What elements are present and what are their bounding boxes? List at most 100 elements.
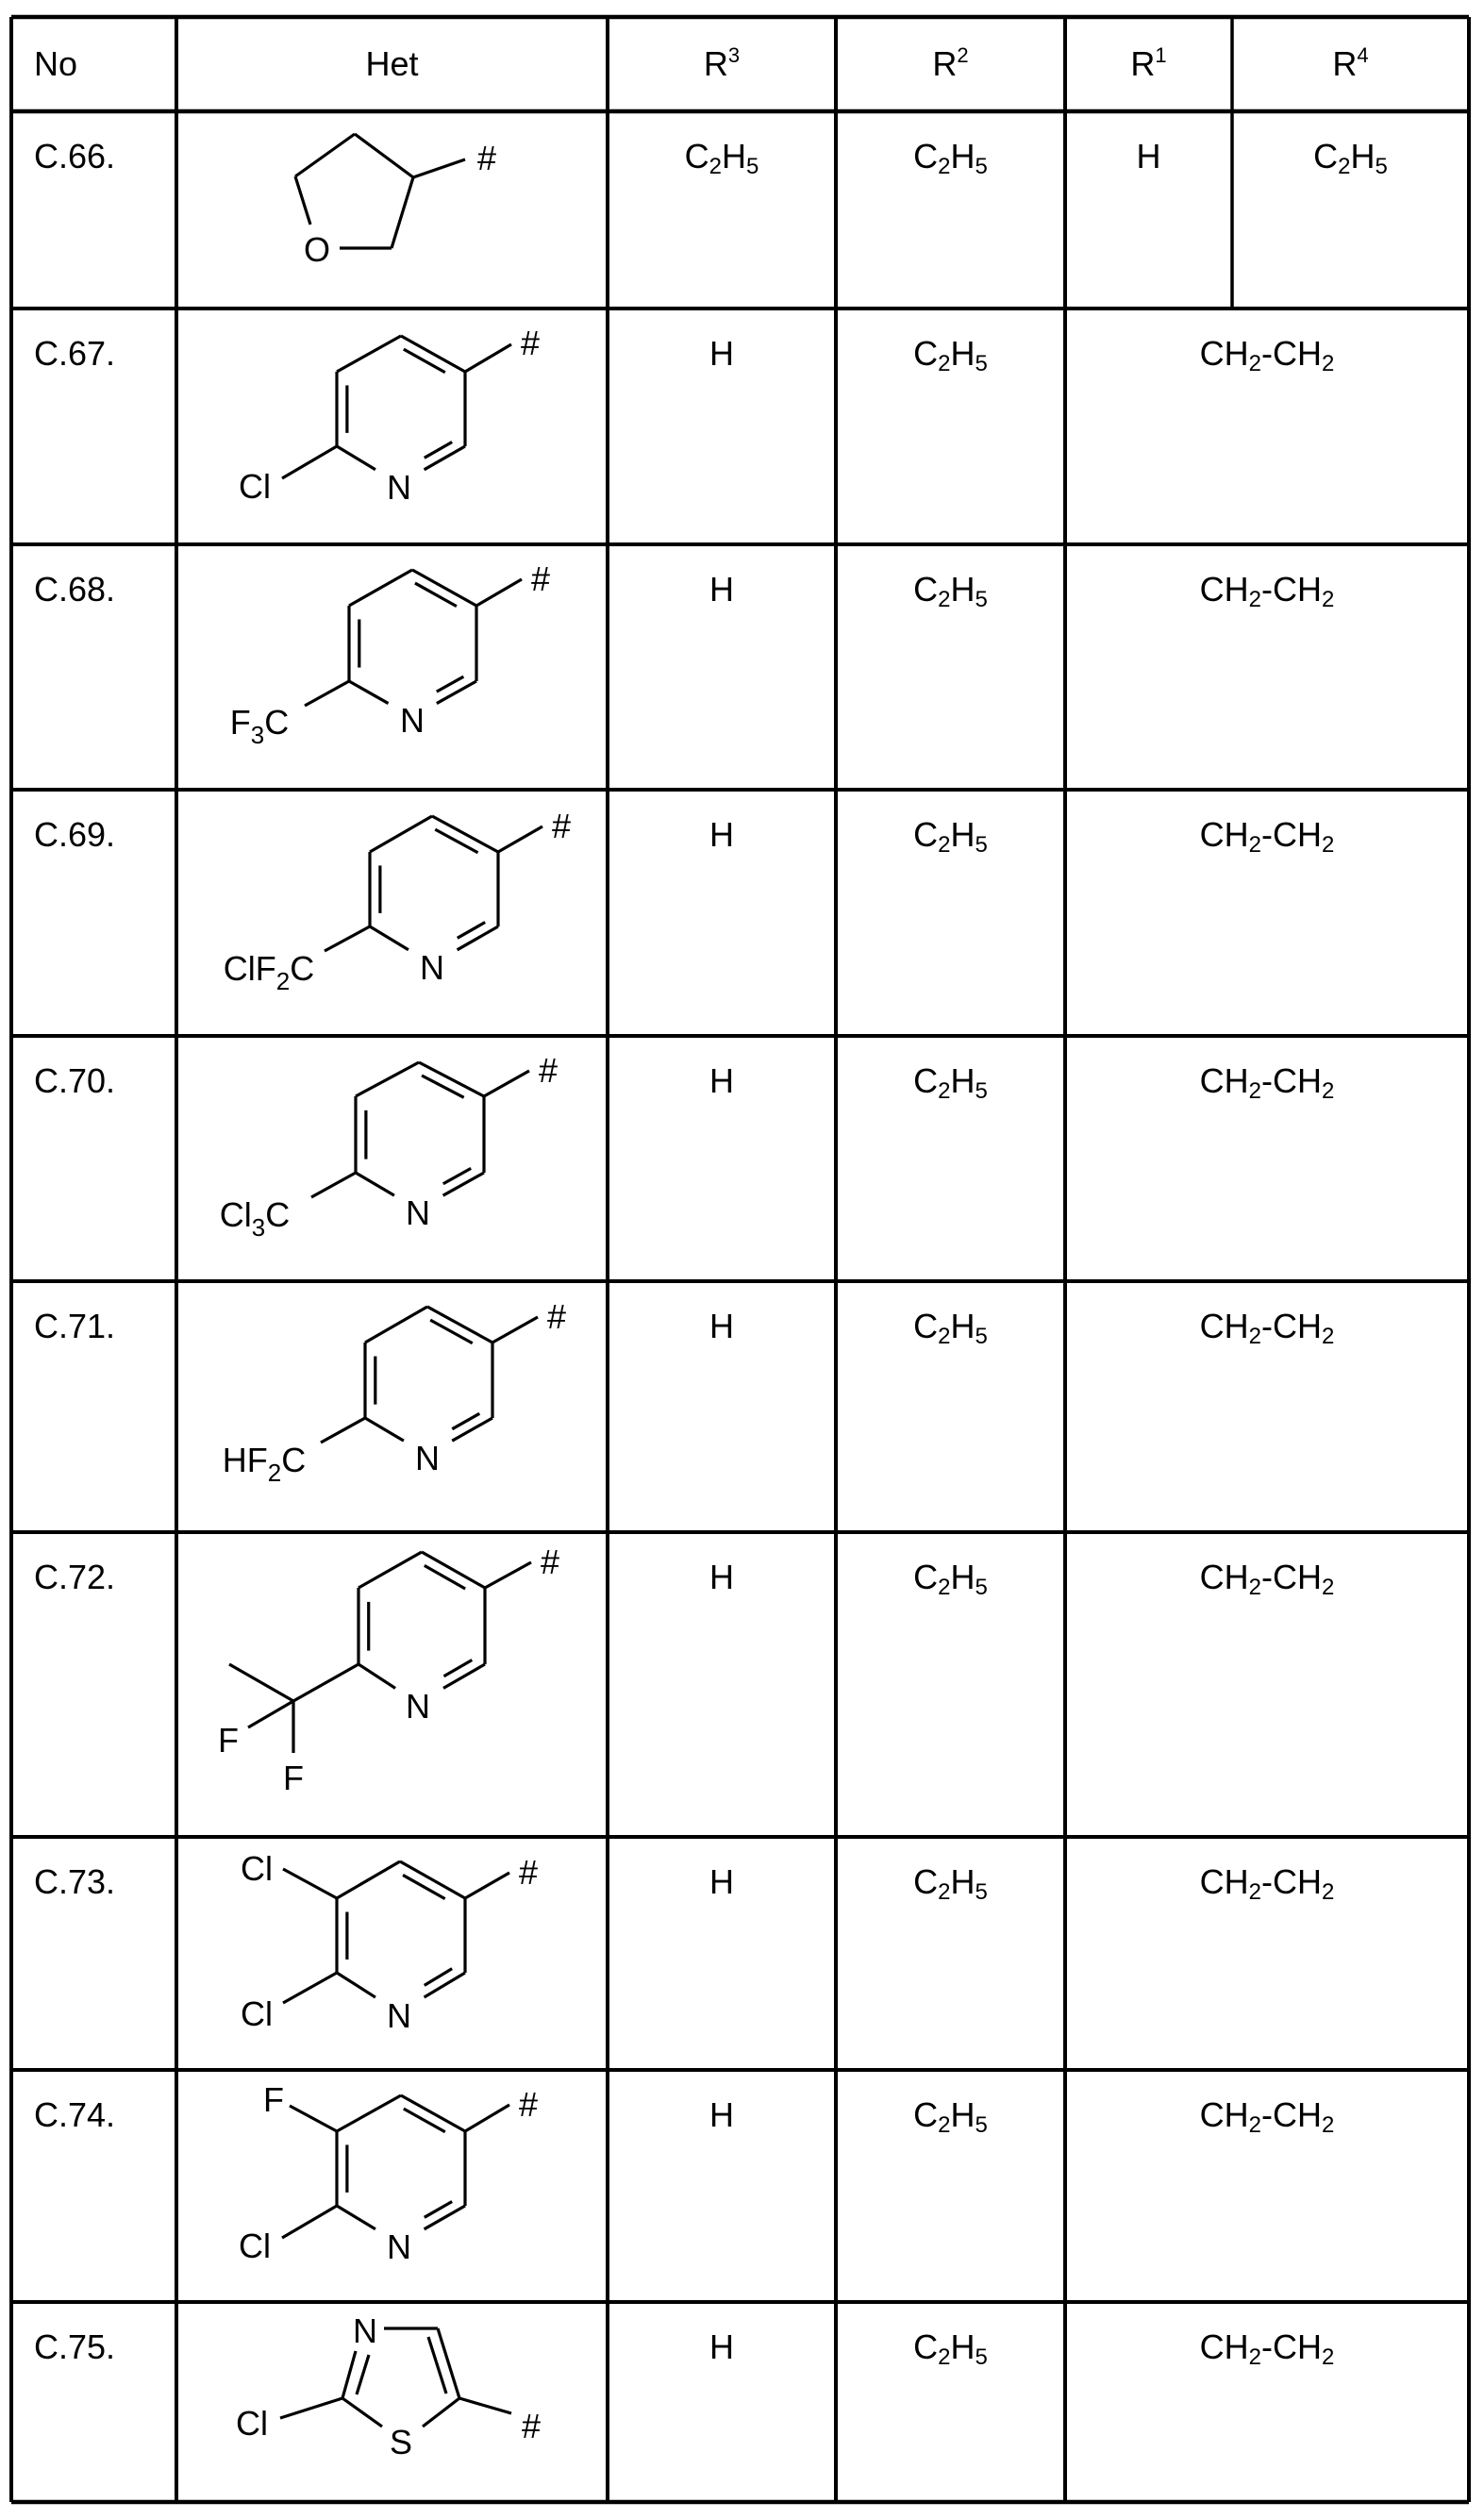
atom-label: N bbox=[406, 1193, 430, 1232]
bond-line bbox=[400, 2094, 466, 2133]
bond-line bbox=[429, 1318, 474, 1345]
row-r3: C2H5 bbox=[684, 137, 759, 179]
atom-label: F bbox=[218, 1721, 239, 1760]
bond-line bbox=[423, 1971, 466, 1999]
bond-line bbox=[348, 568, 413, 608]
bond-line bbox=[342, 2396, 383, 2428]
bond-line bbox=[369, 814, 433, 854]
atom-label: N bbox=[387, 1996, 411, 2035]
row-no: C.72. bbox=[34, 1558, 116, 1596]
header-r3: R3 bbox=[703, 43, 741, 83]
bond-line bbox=[483, 1069, 530, 1098]
bond-line bbox=[289, 2104, 338, 2133]
bond-line bbox=[456, 921, 486, 940]
bond-line bbox=[354, 132, 414, 179]
row-r1-r4-merged: CH2-CH2 bbox=[1199, 815, 1335, 858]
bond-line bbox=[281, 2204, 338, 2240]
row-r3: H bbox=[709, 2095, 734, 2134]
row-r3: H bbox=[709, 334, 734, 373]
row-r3: H bbox=[709, 1558, 734, 1596]
atom-label: N bbox=[387, 2227, 411, 2266]
header-r1: R1 bbox=[1130, 43, 1167, 83]
atom-label: # bbox=[539, 1051, 558, 1090]
row-no: C.66. bbox=[34, 137, 116, 175]
bond-line bbox=[293, 175, 312, 225]
atom-label: ClF2C bbox=[224, 949, 314, 995]
bond-line bbox=[390, 176, 415, 249]
bond-line bbox=[436, 679, 477, 705]
row-r2: C2H5 bbox=[913, 1061, 988, 1104]
atom-label: N bbox=[420, 948, 444, 987]
row-r1-r4-merged: CH2-CH2 bbox=[1199, 2095, 1335, 2138]
bond-line bbox=[434, 827, 479, 855]
bond-line bbox=[310, 1171, 357, 1199]
het-structures bbox=[228, 132, 543, 2428]
header-r2: R2 bbox=[932, 43, 969, 83]
atom-label: N bbox=[353, 2311, 377, 2350]
bond-line bbox=[228, 1662, 294, 1703]
bond-line bbox=[423, 2200, 453, 2219]
bond-line bbox=[431, 814, 499, 854]
bond-line bbox=[418, 1060, 485, 1098]
bond-line bbox=[421, 1550, 486, 1590]
bond-line bbox=[436, 2327, 461, 2399]
row-r1-r4-merged: CH2-CH2 bbox=[1199, 1307, 1335, 1349]
bond-line bbox=[464, 342, 512, 374]
row-r2: C2H5 bbox=[913, 334, 988, 376]
bond-line bbox=[464, 1871, 510, 1900]
bond-line bbox=[442, 1167, 472, 1186]
atom-label: # bbox=[552, 807, 571, 845]
bond-line bbox=[414, 581, 458, 609]
row-no: C.71. bbox=[34, 1307, 116, 1345]
row-no: C.67. bbox=[34, 334, 116, 373]
atom-label: # bbox=[519, 1853, 538, 1892]
bond-line bbox=[336, 2204, 376, 2231]
atom-label: N bbox=[387, 468, 411, 507]
bond-line bbox=[442, 1659, 474, 1678]
atom-label: Cl bbox=[239, 467, 271, 506]
bond-line bbox=[403, 347, 446, 375]
row-r2: C2H5 bbox=[913, 2327, 988, 2370]
row-r3: H bbox=[709, 815, 734, 854]
atom-label: O bbox=[304, 230, 330, 269]
row-no: C.74. bbox=[34, 2095, 116, 2134]
row-no: C.75. bbox=[34, 2327, 116, 2366]
bond-line bbox=[436, 675, 465, 693]
row-r3: H bbox=[709, 1061, 734, 1100]
row-r3: H bbox=[709, 570, 734, 609]
atom-label: # bbox=[531, 559, 550, 598]
bond-line bbox=[292, 1662, 359, 1703]
atom-label: N bbox=[406, 1687, 430, 1726]
bond-line bbox=[426, 2336, 448, 2394]
bond-line bbox=[423, 444, 466, 472]
row-r2: C2H5 bbox=[913, 815, 988, 858]
bond-line bbox=[399, 1860, 466, 1900]
bond-line bbox=[282, 1867, 338, 1900]
bond-line bbox=[336, 334, 402, 374]
row-r4: C2H5 bbox=[1313, 137, 1388, 179]
bond-line bbox=[484, 1560, 532, 1590]
bond-line bbox=[348, 679, 390, 705]
bond-line bbox=[355, 1060, 420, 1098]
table-grid bbox=[9, 14, 1471, 2505]
bond-line bbox=[451, 1411, 481, 1431]
bond-line bbox=[364, 1416, 405, 1443]
bond-line bbox=[451, 1416, 493, 1443]
row-r2: C2H5 bbox=[913, 1862, 988, 1905]
row-r1-r4-merged: CH2-CH2 bbox=[1199, 334, 1335, 376]
atom-label: # bbox=[547, 1297, 566, 1336]
bond-line bbox=[320, 1416, 366, 1444]
bond-line bbox=[423, 441, 453, 459]
row-r1-r4-merged: CH2-CH2 bbox=[1199, 1558, 1335, 1600]
bond-line bbox=[247, 1699, 294, 1729]
atom-label: # bbox=[521, 324, 540, 362]
atom-label: Cl3C bbox=[220, 1195, 290, 1242]
atom-label: F bbox=[263, 2080, 284, 2119]
bond-line bbox=[279, 2396, 343, 2420]
row-r3: H bbox=[709, 1862, 734, 1901]
bond-line bbox=[464, 2103, 510, 2133]
bond-line bbox=[336, 1971, 376, 1999]
bond-line bbox=[336, 1860, 401, 1900]
atom-label: HF2C bbox=[223, 1441, 306, 1487]
